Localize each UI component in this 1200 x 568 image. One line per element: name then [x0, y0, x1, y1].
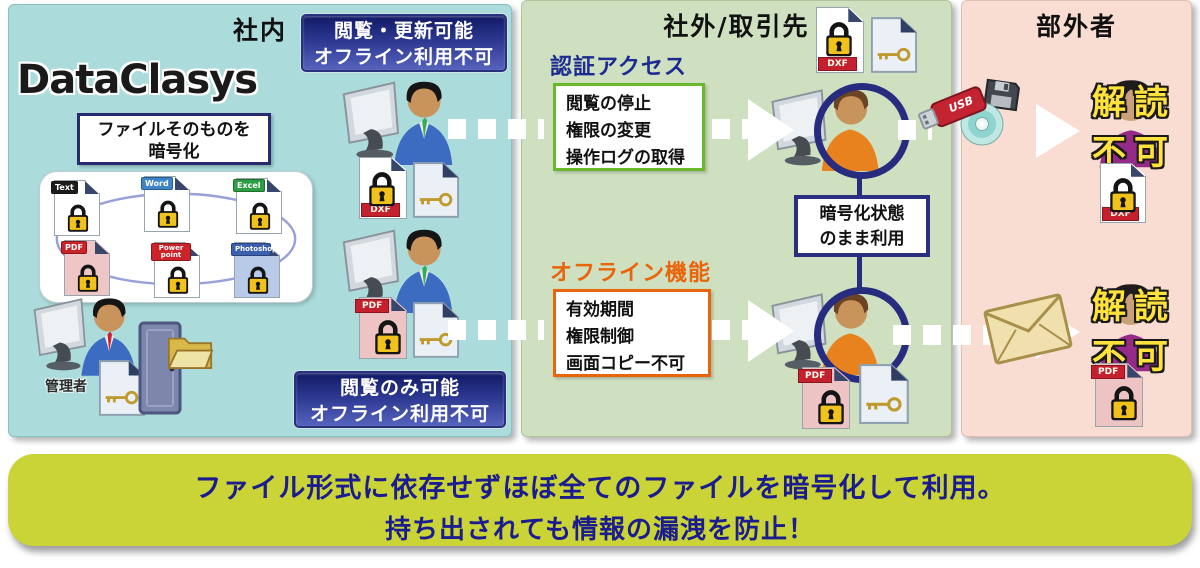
file-type-tag: Text	[51, 181, 78, 194]
locked-dxf-file-icon: DXF	[1100, 163, 1146, 223]
offline-item: 有効期間	[566, 300, 634, 320]
padlock-icon	[814, 387, 848, 427]
auth-item: 権限の変更	[566, 121, 651, 141]
key-file-icon	[870, 15, 918, 75]
worker-at-pc-icon	[339, 73, 457, 165]
padlock-icon	[75, 262, 101, 294]
locked-dxf-file-icon: DXF	[359, 157, 407, 219]
padlock-icon	[822, 19, 856, 59]
pdf-badge: PDF	[1091, 365, 1126, 379]
brand-logo: DataClasys	[17, 57, 258, 103]
file-types-panel: Text Word Excel PDF	[39, 171, 313, 303]
dxf-badge: DXF	[818, 57, 857, 71]
auth-access-title: 認証アクセス	[550, 55, 687, 80]
padlock-icon	[165, 264, 191, 296]
blocked-person-icon	[1094, 273, 1168, 377]
locked-pdf-file-icon: PDF	[355, 297, 407, 359]
usb-drive-icon	[913, 81, 993, 137]
auth-item: 操作ログの取得	[566, 148, 685, 168]
pdf-badge: PDF	[798, 369, 833, 383]
file-type-tag: PDF	[61, 241, 87, 254]
padlock-icon	[371, 317, 405, 357]
highlight-ring-icon	[814, 83, 910, 179]
auth-access-box: 閲覧の停止 権限の変更 操作ログの取得	[553, 83, 705, 171]
encrypt-callout-line1: ファイルそのものを	[97, 120, 251, 140]
blocked-text-line1: 解読	[1092, 83, 1176, 123]
arrowhead-icon	[748, 300, 794, 362]
badge-bottom-line1: 閲覧のみ可能	[339, 377, 460, 399]
file-type-tag: Photoshop	[231, 243, 277, 256]
locked-file-icon: Excel	[233, 178, 282, 234]
padlock-icon	[1106, 175, 1140, 215]
encrypted-use-box: 暗号化状態 のまま利用	[794, 195, 930, 257]
locked-file-icon: PDF	[61, 240, 110, 296]
summary-line2: 持ち出されても情報の漏洩を防止！	[385, 515, 815, 545]
zone-external-header: 社外/取引先	[663, 12, 810, 41]
encrypted-use-line2: のまま利用	[819, 229, 905, 249]
blocked-person-icon	[1094, 69, 1168, 173]
zone-outsider-header: 部外者	[1035, 12, 1117, 41]
locked-file-icon: Power point	[151, 242, 200, 298]
padlock-icon	[365, 169, 399, 209]
auth-item: 閲覧の停止	[566, 94, 651, 114]
permission-badge-top: 閲覧・更新可能 オフライン利用不可	[301, 14, 507, 72]
encrypt-callout-line2: 暗号化	[148, 142, 200, 162]
locked-file-icon: Text	[51, 180, 100, 236]
zone-internal: 社内 DataClasys ファイルそのものを 暗号化 Text Word Ex…	[8, 4, 512, 437]
file-type-tag: Excel	[233, 179, 265, 192]
arrowhead-icon	[1036, 104, 1080, 158]
pdf-badge: PDF	[355, 299, 390, 313]
offline-function-box: 有効期間 権限制御 画面コピー不可	[553, 289, 711, 377]
offline-function-title: オフライン機能	[550, 261, 712, 286]
locked-pdf-file-icon: PDF	[798, 367, 850, 429]
dotted-arrow	[712, 119, 748, 139]
summary-line1: ファイル形式に依存せずほぼ全てのファイルを暗号化して利用。	[194, 473, 1006, 504]
padlock-icon	[1107, 383, 1141, 423]
dotted-arrow	[448, 119, 544, 139]
locked-file-icon: Word	[141, 176, 190, 232]
key-file-icon	[858, 363, 910, 425]
padlock-icon	[245, 264, 271, 296]
dotted-arrow	[448, 320, 544, 340]
file-type-tag: Word	[141, 177, 173, 190]
padlock-icon	[247, 200, 273, 232]
dotted-arrow	[712, 320, 748, 340]
encrypt-callout-box: ファイルそのものを 暗号化	[77, 113, 271, 165]
badge-bottom-line2: オフライン利用不可	[309, 403, 490, 425]
badge-top-line1: 閲覧・更新可能	[333, 20, 474, 42]
offline-item: 権限制御	[566, 327, 634, 347]
zone-internal-header: 社内	[232, 16, 287, 45]
summary-banner: ファイル形式に依存せずほぼ全てのファイルを暗号化して利用。 持ち出されても情報の…	[8, 454, 1192, 546]
encrypted-use-line1: 暗号化状態	[819, 204, 905, 224]
decrypt-blocked-group: 解読 不可	[1072, 69, 1188, 185]
folder-icon	[167, 333, 213, 370]
blocked-text-line1: 解読	[1092, 287, 1176, 327]
file-type-tag: Power point	[151, 243, 191, 261]
zone-outsider: 部外者 解読 不可 DXF 解読 不可 P	[961, 0, 1192, 437]
arrowhead-icon	[748, 99, 794, 161]
offline-item: 画面コピー不可	[566, 354, 685, 374]
floppy-disk-icon	[982, 76, 1022, 113]
padlock-icon	[155, 198, 181, 230]
key-file-icon	[412, 161, 460, 219]
locked-pdf-file-icon: PDF	[1091, 363, 1143, 427]
badge-top-line2: オフライン利用不可	[313, 46, 494, 68]
removable-media-group: USB	[918, 78, 1030, 156]
admin-label: 管理者	[45, 379, 87, 395]
permission-badge-bottom: 閲覧のみ可能 オフライン利用不可	[294, 371, 506, 428]
padlock-icon	[65, 202, 91, 234]
zone-external: 社外/取引先 認証アクセス 閲覧の停止 権限の変更 操作ログの取得 オフライン機…	[521, 0, 952, 437]
envelope-icon	[983, 292, 1074, 367]
locked-dxf-file-icon: DXF	[816, 7, 864, 73]
locked-file-icon: Photoshop	[231, 242, 280, 298]
